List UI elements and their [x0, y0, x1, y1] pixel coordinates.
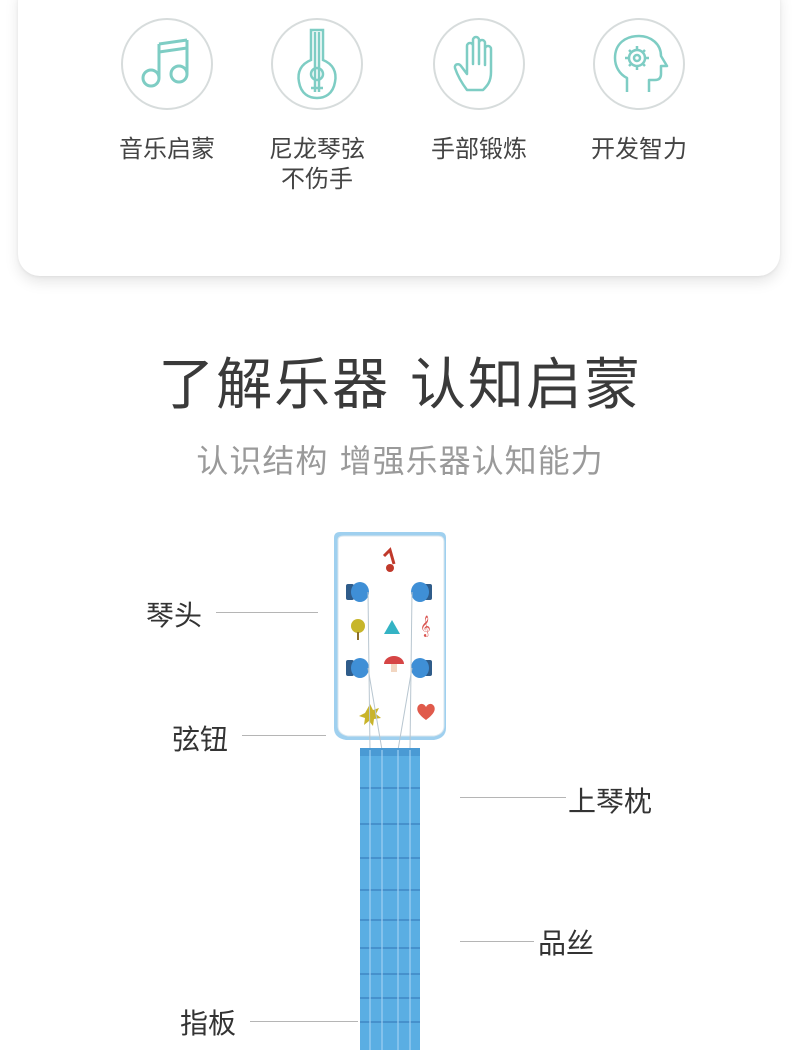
section-title: 了解乐器 认知启蒙 [158, 353, 642, 418]
feature-intelligence: 开发智力 [554, 18, 724, 164]
section-subtitle: 认识结构 增强乐器认知能力 [196, 442, 604, 480]
feature-label: 尼龙琴弦 不伤手 [232, 134, 402, 194]
mushroom-decoration-icon [384, 656, 404, 672]
label-fretboard: 指板 [180, 1007, 237, 1040]
feature-icon-circle [433, 18, 525, 110]
treble-clef-decoration-icon: 𝄞 [420, 616, 431, 637]
feature-icon-circle [593, 18, 685, 110]
label-tuning-peg: 弦钮 [172, 723, 229, 756]
feature-hand-exercise: 手部锻炼 [394, 18, 564, 164]
tuning-pegs [346, 582, 432, 678]
feature-label-line1: 尼龙琴弦 [269, 135, 365, 163]
label-nut: 上琴枕 [568, 785, 653, 818]
feature-icon-circle [271, 18, 363, 110]
neck-strings [369, 750, 411, 1050]
headstock-strings [367, 591, 413, 751]
feature-label: 手部锻炼 [431, 135, 527, 163]
tree-decoration-icon [384, 620, 400, 634]
heart-decoration-icon [417, 703, 435, 720]
features-card: 音乐启蒙 尼龙琴弦 不伤手 手部锻炼 [18, 0, 780, 276]
leader-tuning-peg [242, 735, 326, 736]
leader-fretboard [250, 1021, 358, 1022]
leader-headstock [216, 612, 318, 613]
hand-icon [453, 35, 493, 92]
leader-fret [460, 941, 534, 942]
brain-head-icon [613, 34, 669, 92]
music-note-decoration-icon [382, 547, 396, 572]
music-note-icon [141, 38, 189, 88]
ukulele-diagram: 𝄞 [334, 532, 446, 1050]
nut [360, 748, 420, 756]
leader-nut [460, 797, 566, 798]
feature-music-enlightenment: 音乐启蒙 [82, 18, 252, 164]
label-headstock: 琴头 [146, 599, 203, 632]
feature-label-line2: 不伤手 [281, 165, 353, 193]
feature-label: 音乐启蒙 [119, 135, 215, 163]
left-tree-decoration-icon [351, 619, 365, 640]
label-fret: 品丝 [538, 927, 595, 960]
feature-label: 开发智力 [591, 135, 687, 163]
fretboard [360, 748, 420, 1050]
feature-nylon-strings: 尼龙琴弦 不伤手 [232, 18, 402, 194]
ukulele-icon [297, 28, 337, 100]
feature-icon-circle [121, 18, 213, 110]
